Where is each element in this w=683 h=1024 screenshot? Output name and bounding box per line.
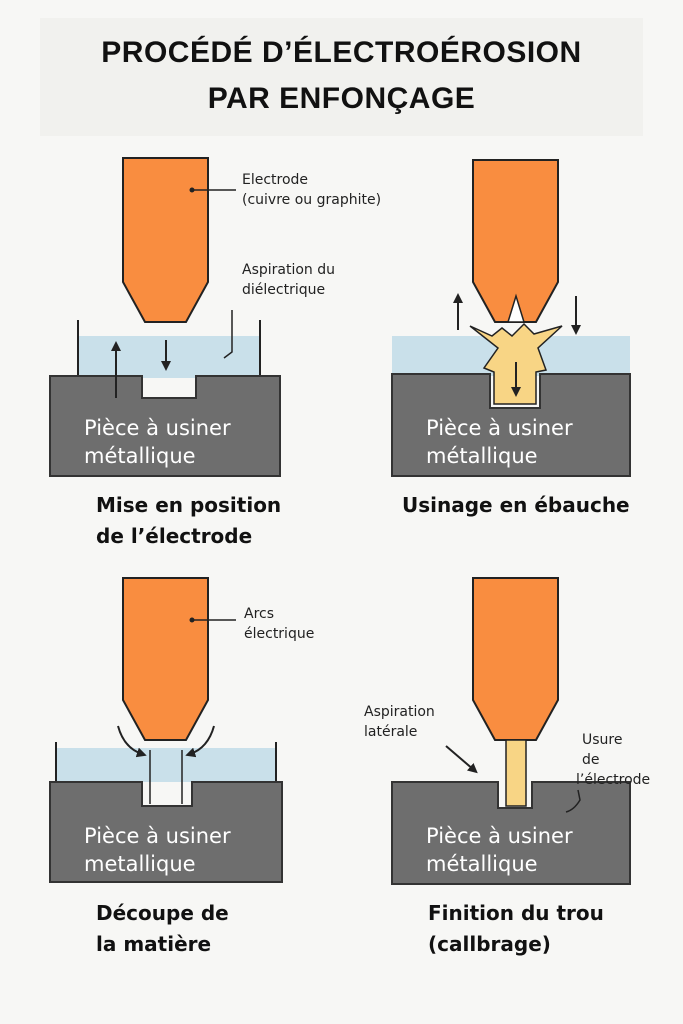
wear-annotation-line-2: de — [582, 752, 600, 768]
wear-leader — [565, 789, 581, 813]
workpiece-label-line-2: métallique — [426, 852, 538, 876]
workpiece-label-line-2: métallique — [426, 444, 538, 468]
workpiece — [49, 781, 283, 883]
panel-4-caption-line-2: (callbrage) — [428, 932, 551, 956]
title-line-1: PROCÉDÉ D’ÉLECTROÉROSION — [101, 36, 582, 69]
wear-annotation-line-3: l’électrode — [576, 772, 651, 788]
workpiece-label-line-2: métallique — [84, 444, 196, 468]
panel-1-positioning — [49, 157, 281, 477]
worn-electrode-tip — [505, 739, 527, 807]
title-box — [40, 18, 643, 136]
dielectric-bath — [56, 748, 276, 782]
panel-2-roughing — [391, 159, 631, 477]
electrode — [122, 157, 209, 323]
electrode — [472, 159, 559, 323]
arrow-curved-icon — [185, 725, 215, 758]
workpiece-label-line-1: Pièce à usiner — [84, 416, 231, 440]
arcs-annotation-line-2: électrique — [244, 626, 315, 642]
arrow-curved-icon — [117, 725, 147, 758]
lateral-aspiration-annotation-line-1: Aspiration — [364, 704, 435, 720]
workpiece-label-line-2: metallique — [84, 852, 196, 876]
workpiece — [391, 373, 631, 477]
workpiece — [391, 781, 631, 885]
panel-4-finishing — [391, 577, 631, 885]
wear-annotation-line-1: Usure — [582, 732, 623, 748]
electrode-leader-dot — [189, 187, 195, 193]
aspiration-annotation-line-1: Aspiration du — [242, 262, 336, 278]
panel-2-caption: Usinage en ébauche — [402, 493, 630, 517]
arrow-diagonal-icon — [445, 745, 478, 774]
electrode — [122, 577, 209, 741]
panel-3-caption-line-2: la matière — [96, 932, 212, 956]
panel-3-cutting — [49, 577, 283, 883]
panel-1-caption-line-2: de l’électrode — [96, 524, 253, 548]
electrode-annotation-line-2: (cuivre ou graphite) — [242, 192, 382, 208]
electrode-annotation-line-1: Electrode — [242, 172, 309, 188]
aspiration-annotation-line-2: diélectrique — [242, 282, 326, 298]
panel-4-caption-line-1: Finition du trou — [428, 901, 604, 925]
panel-1-caption-line-1: Mise en position — [96, 493, 282, 517]
spark-flash — [506, 293, 526, 323]
workpiece — [49, 375, 281, 477]
lateral-aspiration-annotation-line-2: latérale — [364, 724, 418, 740]
workpiece-label-line-1: Pièce à usiner — [426, 416, 573, 440]
workpiece-label-line-1: Pièce à usiner — [84, 824, 231, 848]
arcs-annotation-line-1: Arcs — [244, 606, 275, 622]
workpiece-label-line-1: Pièce à usiner — [426, 824, 573, 848]
dielectric-bath — [78, 336, 260, 378]
title-line-2: PAR ENFONÇAGE — [207, 82, 476, 115]
aspiration-leader — [223, 310, 233, 359]
arcs-leader-dot — [189, 617, 195, 623]
panel-3-caption-line-1: Découpe de — [96, 901, 229, 925]
electrode — [472, 577, 559, 741]
